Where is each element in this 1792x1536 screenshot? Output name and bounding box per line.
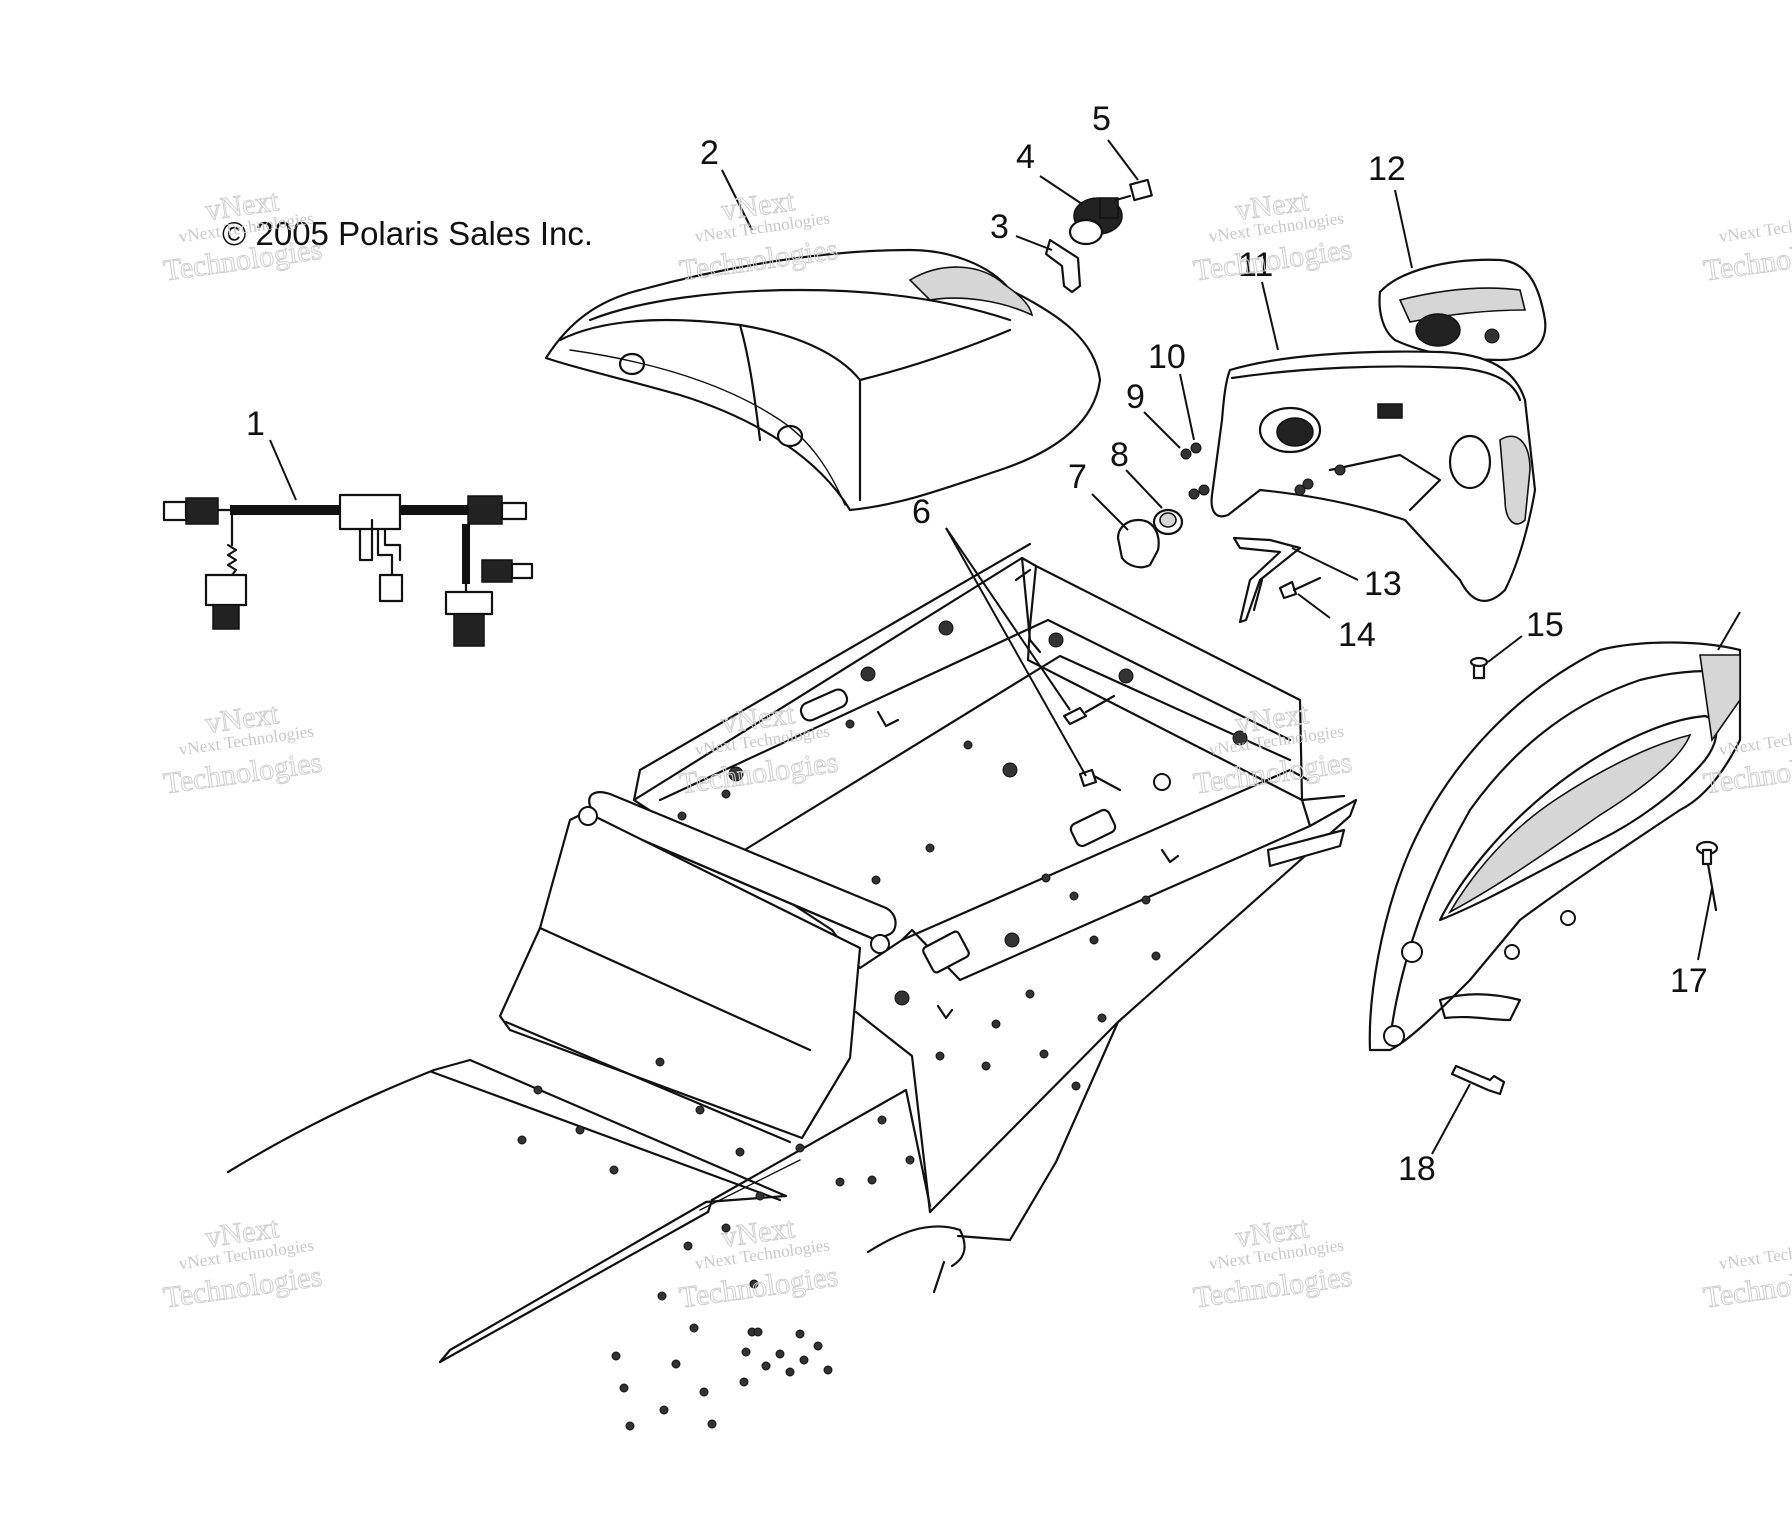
tail-light-lens: [1378, 258, 1547, 362]
watermark-line-a12: vNext Technologies: [1718, 1235, 1792, 1273]
bulb-socket: [1152, 508, 1184, 536]
callout-12: 12: [1368, 150, 1406, 188]
callout-17: 17: [1670, 962, 1708, 1000]
callout-11: 11: [1238, 246, 1273, 284]
bracket: [1232, 536, 1302, 624]
callout-2: 2: [700, 134, 719, 172]
nuts: [1180, 442, 1314, 500]
screw: [1278, 576, 1322, 600]
chassis-holes: [517, 620, 1248, 1431]
light-bulb: [1116, 518, 1160, 569]
callout-10: 10: [1148, 338, 1186, 376]
callout-6: 6: [912, 493, 931, 531]
side-panel: [1368, 641, 1742, 1052]
bolt-18: [1450, 1064, 1506, 1096]
key-icon: [1114, 178, 1153, 202]
callout-4: 4: [1016, 138, 1035, 176]
screw-17: [1695, 840, 1719, 912]
callout-13: 15: [1526, 606, 1564, 644]
wire-harness: [162, 493, 534, 647]
push-rivet: [1469, 656, 1489, 680]
callout-18: 18: [1398, 1150, 1436, 1188]
chassis-tunnel: [226, 542, 1358, 1364]
callout-15: 14: [1338, 616, 1376, 654]
seat-cushion: [544, 248, 1102, 512]
callout-8: 8: [1110, 436, 1129, 474]
callout-7: 7: [1068, 458, 1087, 496]
callout-14: 13: [1364, 565, 1402, 603]
callout-1: 1: [246, 405, 265, 443]
lock-cylinder: [1068, 197, 1123, 246]
callout-9: 9: [1126, 378, 1145, 416]
watermark-line-a4: vNext Technologies: [1718, 208, 1792, 246]
tail-light-housing: [1210, 350, 1537, 602]
copyright-notice: © 2005 Polaris Sales Inc.: [222, 215, 593, 252]
callout-3: 3: [990, 208, 1009, 246]
callout-5: 5: [1092, 100, 1111, 138]
latch-bracket: [1044, 238, 1082, 294]
